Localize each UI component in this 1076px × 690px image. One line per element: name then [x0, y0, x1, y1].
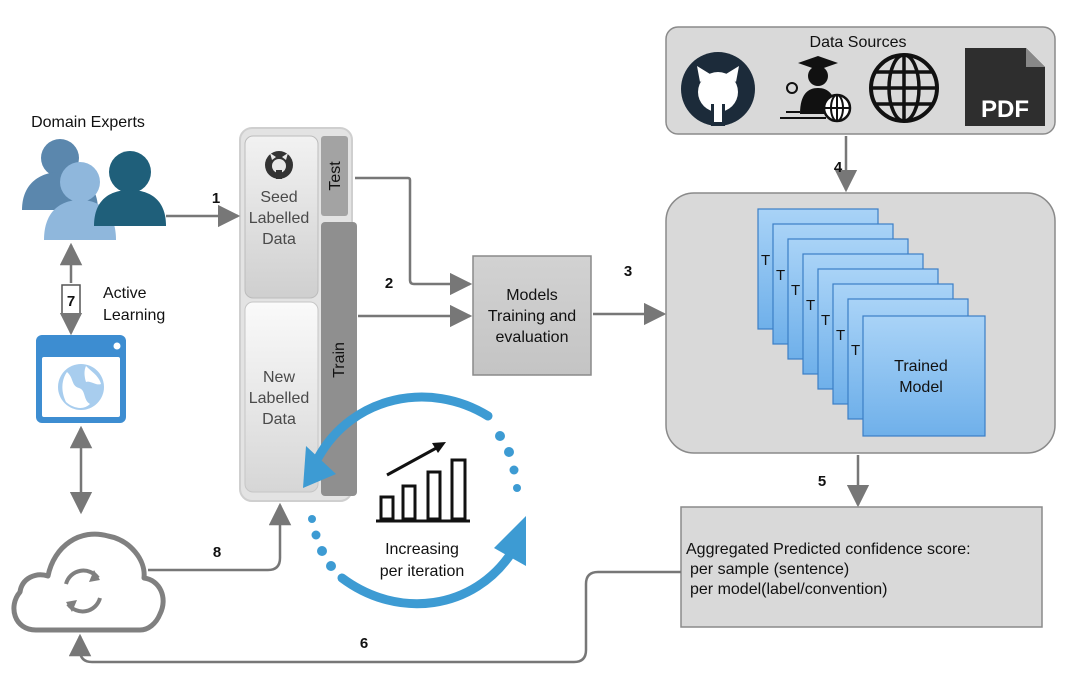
transformer-letter: T: [791, 282, 800, 299]
arrow-step-6: [68, 570, 681, 664]
domain-experts-icon: [22, 139, 166, 240]
academic-globe-icon: [780, 56, 852, 123]
active-learning-line2: Learning: [103, 307, 165, 324]
aggregated-line1: Aggregated Predicted confidence score:: [686, 541, 971, 558]
train-label: Train: [331, 342, 348, 378]
domain-experts-title: Domain Experts: [31, 114, 145, 131]
transformer-letter: T: [806, 297, 815, 314]
increasing-line2: per iteration: [380, 563, 465, 580]
new-data-block: [244, 301, 319, 493]
trained-model-card: [862, 315, 986, 437]
aggregated-line2: per sample (sentence): [690, 561, 849, 578]
new-data-line3: Data: [262, 411, 296, 428]
step-5-label: 5: [818, 473, 826, 490]
pdf-label: PDF: [981, 96, 1029, 123]
models-line3: evaluation: [496, 329, 569, 346]
step-6-label: 6: [360, 635, 368, 652]
step-7-label: 7: [67, 293, 75, 310]
new-data-line1: New: [263, 369, 295, 386]
globe-icon: [869, 53, 939, 123]
models-training-box: [472, 255, 592, 376]
github-small-icon: [265, 151, 293, 179]
seed-data-line3: Data: [262, 231, 296, 248]
active-learning-line1: Active: [103, 285, 147, 302]
transformer-letter: T: [821, 312, 830, 329]
increasing-line1: Increasing: [385, 541, 459, 558]
aggregated-score-box: [680, 506, 1043, 628]
growth-chart-icon: [376, 442, 470, 523]
step-8-label: 8: [213, 544, 221, 561]
transformer-letter: T: [851, 342, 860, 359]
arrow-test-to-models: [355, 176, 473, 296]
github-icon: [681, 52, 755, 126]
arrow-step-8: [148, 502, 292, 572]
step-1-label: 1: [212, 190, 220, 207]
test-label: Test: [327, 161, 344, 191]
step-3-label: 3: [624, 263, 632, 280]
trained-model-line1: Trained: [894, 358, 948, 375]
data-sources-title: Data Sources: [810, 34, 907, 51]
models-line2: Training and: [488, 308, 576, 325]
step-4-label: 4: [834, 159, 843, 176]
seed-data-line2: Labelled: [249, 210, 310, 227]
pdf-icon: PDF: [965, 48, 1045, 126]
transformer-letter: T: [836, 327, 845, 344]
iteration-cycle-icon: [303, 392, 526, 609]
seed-data-block: [244, 135, 319, 299]
data-sources-panel: [665, 26, 1056, 135]
transformer-letter: T: [761, 252, 770, 269]
aggregated-line3: per model(label/convention): [690, 581, 887, 598]
trained-model-line2: Model: [899, 379, 943, 396]
test-block: [321, 136, 348, 216]
web-app-icon: [36, 335, 126, 423]
models-line1: Models: [506, 287, 558, 304]
step-2-label: 2: [385, 275, 393, 292]
cloud-sync-icon: [11, 531, 166, 633]
transformer-letter: T: [776, 267, 785, 284]
new-data-line2: Labelled: [249, 390, 310, 407]
seed-data-line1: Seed: [260, 189, 297, 206]
